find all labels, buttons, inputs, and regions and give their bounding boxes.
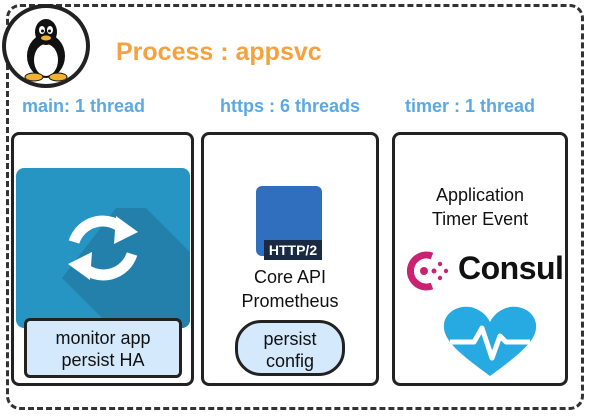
monitor-pill: monitor app persist HA [24,318,182,378]
thread-label-timer: timer : 1 thread [405,96,536,116]
timer-line1: Application [435,185,525,205]
linux-tux-icon [2,4,90,88]
timer-line2: Timer Event [431,209,529,229]
https-line2: Prometheus [241,291,339,311]
consul-logo-icon [402,250,454,297]
https-line1: Core API [253,267,327,287]
process-frame [6,4,584,410]
persist-pill-line2: config [265,351,315,371]
heartbeat-icon [440,304,540,385]
thread-label-https: https : 6 threads [220,96,361,116]
http2-icon-label: HTTP/2 [269,242,317,258]
persist-config-pill: persist config [235,320,345,376]
monitor-pill-line2: persist HA [61,350,145,370]
process-title: Process : appsvc [116,38,322,66]
thread-label-main: main: 1 thread [22,96,146,116]
sync-arrows-icon [16,168,190,328]
persist-pill-line1: persist [263,329,317,349]
http2-icon: HTTP/2 [256,186,324,260]
monitor-pill-line1: monitor app [55,328,151,348]
consul-wordmark: Consul [458,250,564,286]
